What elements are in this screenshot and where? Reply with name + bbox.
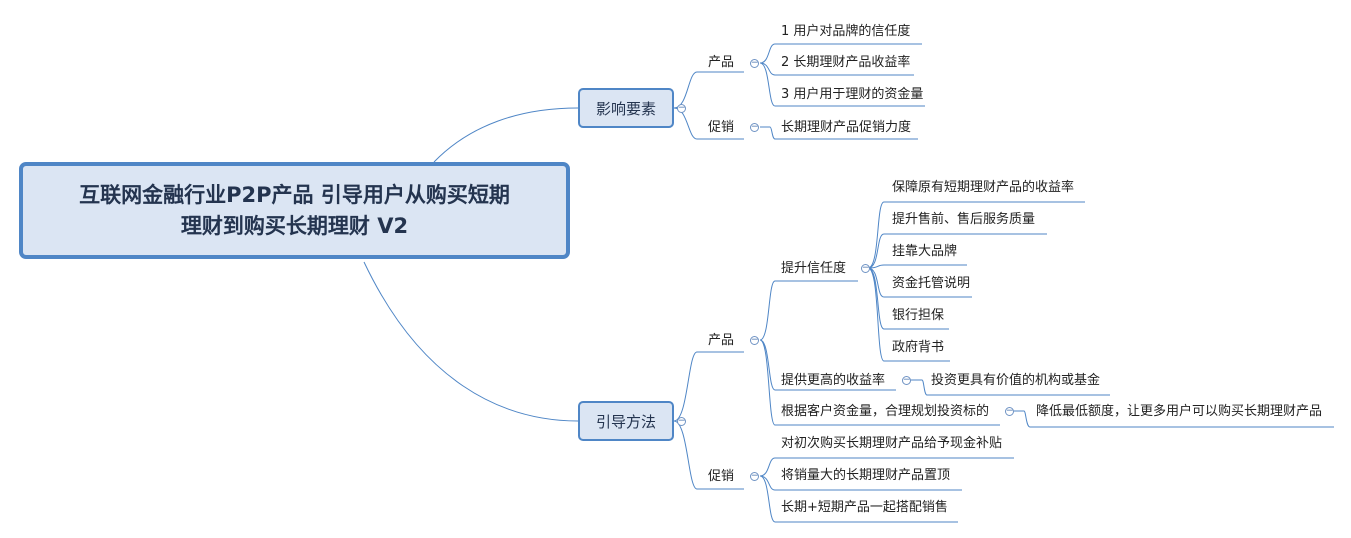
collapse-icon[interactable]: − xyxy=(750,122,759,132)
guidance-promotion-item[interactable]: 将销量大的长期理财产品置顶 xyxy=(781,468,951,483)
guidance-product-label[interactable]: 产品 xyxy=(708,333,735,348)
central-title-line1: 互联网金融行业P2P产品 引导用户从购买短期 xyxy=(79,182,510,207)
plan-child[interactable]: 降低最低额度，让更多用户可以购买长期理财产品 xyxy=(1036,404,1323,419)
collapse-icon[interactable]: − xyxy=(750,335,759,345)
guidance-promotion-item[interactable]: 对初次购买长期理财产品给予现金补贴 xyxy=(781,436,1003,451)
influence-product-item[interactable]: 3 用户用于理财的资金量 xyxy=(781,87,924,102)
central-title-line2: 理财到购买长期理财 V2 xyxy=(180,213,409,238)
influence-promotion-label[interactable]: 促销 xyxy=(708,120,735,135)
influence-promotion-item[interactable]: 长期理财产品促销力度 xyxy=(781,120,912,135)
collapse-icon[interactable]: − xyxy=(1005,406,1014,416)
collapse-icon[interactable]: − xyxy=(750,58,759,68)
influence-title: 影响要素 xyxy=(595,99,656,118)
link-influence-promotion-item xyxy=(760,126,918,140)
trust-item[interactable]: 银行担保 xyxy=(892,308,945,323)
collapse-icon[interactable]: − xyxy=(677,416,686,426)
trust-item[interactable]: 资金托管说明 xyxy=(892,276,971,291)
link-return-child xyxy=(911,379,1110,396)
link-plan-child xyxy=(1014,410,1334,428)
collapse-icon[interactable]: − xyxy=(902,375,911,385)
central-topic[interactable]: 互联网金融行业P2P产品 引导用户从购买短期 理财到购买长期理财 V2 xyxy=(19,162,570,259)
higher-return-label[interactable]: 提供更高的收益率 xyxy=(781,373,886,388)
higher-return-child[interactable]: 投资更具有价值的机构或基金 xyxy=(931,373,1101,388)
link-central-influence xyxy=(433,107,579,163)
link-guidance-product-children xyxy=(759,280,1000,426)
influence-topic[interactable]: 影响要素 xyxy=(578,88,674,128)
influence-product-item[interactable]: 1 用户对品牌的信任度 xyxy=(781,24,911,39)
guidance-topic[interactable]: 引导方法 xyxy=(578,401,674,441)
trust-item[interactable]: 保障原有短期理财产品的收益率 xyxy=(892,180,1075,195)
guidance-promotion-label[interactable]: 促销 xyxy=(708,469,735,484)
link-guidance-promotion-items xyxy=(759,457,1014,523)
collapse-icon[interactable]: − xyxy=(677,103,686,113)
link-central-guidance xyxy=(363,261,579,422)
trust-item[interactable]: 挂靠大品牌 xyxy=(892,244,958,259)
guidance-title: 引导方法 xyxy=(595,412,656,431)
influence-product-item[interactable]: 2 长期理财产品收益率 xyxy=(781,55,911,70)
link-influence-product-items xyxy=(759,43,925,107)
guidance-promotion-item[interactable]: 长期+短期产品一起搭配销售 xyxy=(781,500,948,515)
plan-label[interactable]: 根据客户资金量，合理规划投资标的 xyxy=(781,404,990,419)
trust-item[interactable]: 政府背书 xyxy=(892,340,945,355)
influence-product-label[interactable]: 产品 xyxy=(708,55,735,70)
link-trust-items xyxy=(867,201,1085,362)
collapse-icon[interactable]: − xyxy=(861,263,870,273)
collapse-icon[interactable]: − xyxy=(750,471,759,481)
trust-label[interactable]: 提升信任度 xyxy=(781,261,847,276)
trust-item[interactable]: 提升售前、售后服务质量 xyxy=(892,212,1036,227)
